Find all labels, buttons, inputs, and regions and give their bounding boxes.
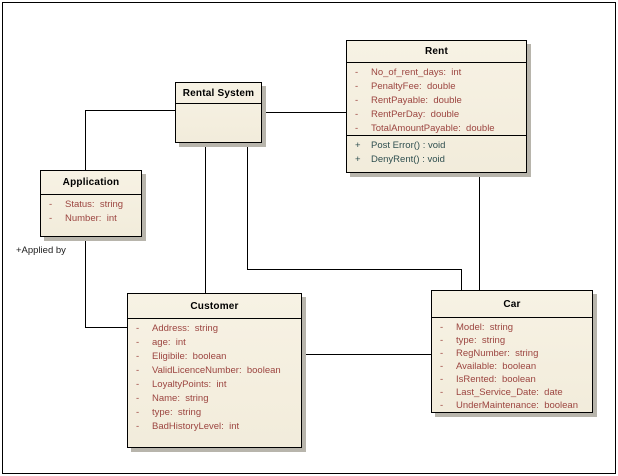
connector-rentalsystem-car [247, 269, 462, 270]
class-title: Customer [128, 294, 301, 319]
connector-application-customer [85, 327, 128, 328]
member-row: -Last_Service_Date: date [440, 387, 563, 398]
member-row: -Number: int [49, 213, 117, 224]
connector-rentalsystem-rent [262, 112, 346, 113]
connector-rent-car [479, 173, 480, 290]
member-row: -UnderMaintenance: boolean [440, 400, 579, 411]
class-title: Car [432, 291, 592, 318]
member-row: -Address: string [136, 323, 218, 334]
class-attributes-compartment: -Model: string -type: string -RegNumber: s… [432, 318, 592, 412]
class-attributes-compartment: -Status: string -Number: int [41, 195, 141, 236]
member-row: -BadHistoryLevel: int [136, 421, 240, 432]
class-title: Rent [347, 41, 526, 63]
member-row: +Post Error() : void [355, 140, 446, 151]
member-row: -Name: string [136, 393, 209, 404]
class-title: Rental System [176, 83, 261, 104]
member-row: -Eligibile: boolean [136, 351, 227, 362]
member-row: -LoyaltyPoints: int [136, 379, 227, 390]
member-row: -Status: string [49, 199, 124, 210]
member-row: -TotalAmountPayable: double [355, 123, 495, 134]
connector-rentalsystem-application [85, 110, 175, 111]
member-row: -RegNumber: string [440, 348, 539, 359]
member-row: +DenyRent() : void [355, 154, 445, 165]
member-row: -ValidLicenceNumber: boolean [136, 365, 281, 376]
connector-rentalsystem-customer [205, 143, 206, 293]
member-row: -Model: string [440, 322, 514, 333]
class-rental-system[interactable]: Rental System [175, 82, 262, 143]
connector-rentalsystem-car [461, 269, 462, 290]
connector-application-customer [85, 237, 86, 328]
member-row: -RentPayable: double [355, 95, 462, 106]
class-attributes-compartment [176, 104, 261, 142]
connector-rentalsystem-car [247, 143, 248, 270]
connector-rentalsystem-application [85, 110, 86, 170]
class-application[interactable]: Application -Status: string -Number: int [40, 170, 142, 237]
member-row: -PenaltyFee: double [355, 81, 456, 92]
connector-role-label: +Applied by [16, 245, 66, 256]
member-row: -Available: boolean [440, 361, 537, 372]
class-rent[interactable]: Rent -No_of_rent_days: int -PenaltyFee: d… [346, 40, 527, 173]
connector-customer-car [302, 354, 431, 355]
class-attributes-compartment: -Address: string -age: int -Eligibile: boo… [128, 319, 301, 447]
member-row: -No_of_rent_days: int [355, 67, 462, 78]
member-row: -IsRented: boolean [440, 374, 536, 385]
class-methods-compartment: +Post Error() : void +DenyRent() : void [347, 135, 526, 172]
member-row: -age: int [136, 337, 186, 348]
class-title: Application [41, 171, 141, 195]
member-row: -RentPerDay: double [355, 109, 460, 120]
class-attributes-compartment: -No_of_rent_days: int -PenaltyFee: double… [347, 63, 526, 135]
class-customer[interactable]: Customer -Address: string -age: int -Eligi… [127, 293, 302, 448]
member-row: -type: string [440, 335, 506, 346]
class-car[interactable]: Car -Model: string -type: string -RegNumbe… [431, 290, 593, 413]
member-row: -type: string [136, 407, 202, 418]
